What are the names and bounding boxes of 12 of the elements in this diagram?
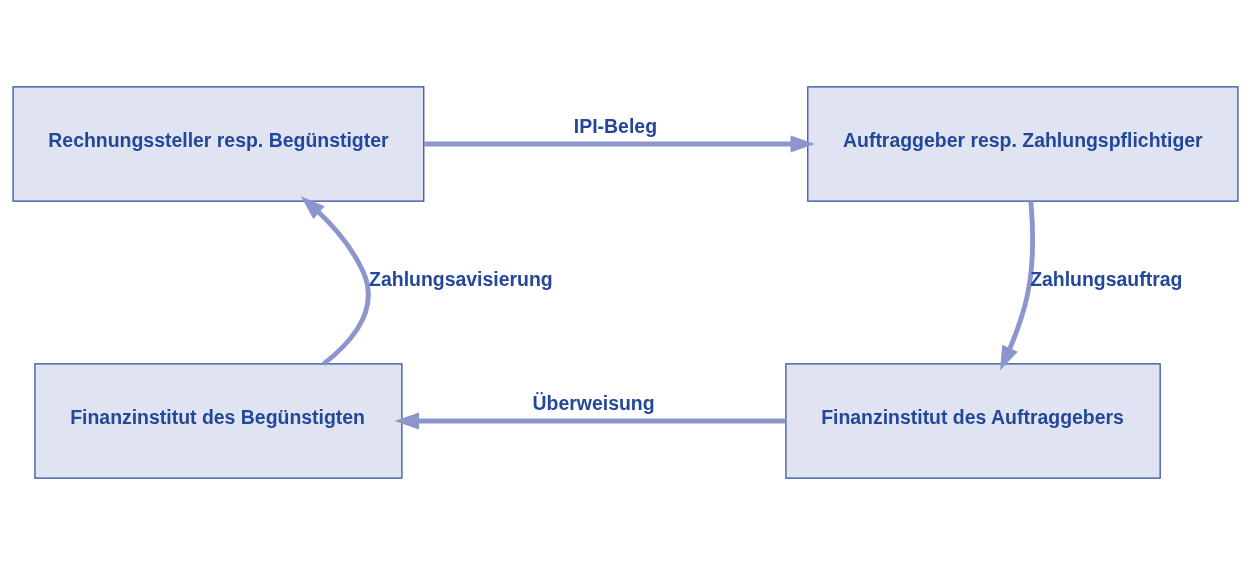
node-box: Auftraggeber resp. Zahlungspflichtiger [807, 86, 1239, 202]
node-box: Finanzinstitut des Auftraggebers [785, 363, 1161, 479]
edge-label: Überweisung [532, 391, 655, 414]
node-box: Rechnungssteller resp. Begünstigter [12, 86, 425, 202]
arrow [300, 196, 371, 366]
arrow [1000, 201, 1036, 371]
edge-label: Zahlungsavisierung [369, 267, 553, 290]
arrow [394, 412, 786, 430]
arrow [424, 135, 815, 153]
edge-label: Zahlungsauftrag [1030, 267, 1183, 290]
edge-label: IPI-Beleg [573, 114, 658, 137]
node-box: Finanzinstitut des Begünstigten [34, 363, 403, 479]
